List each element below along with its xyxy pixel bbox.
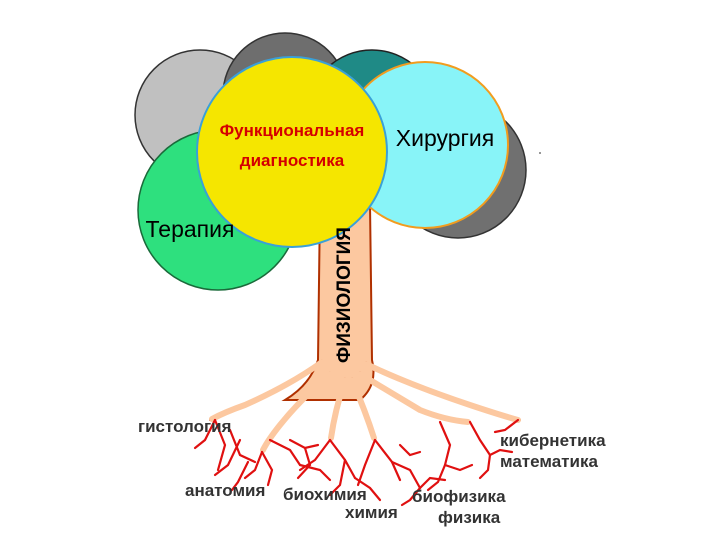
therapy-label: Терапия bbox=[146, 216, 235, 242]
surgery-label: Хирургия bbox=[396, 125, 494, 151]
histology-label: гистология bbox=[138, 417, 231, 436]
biophysics-label: биофизика bbox=[412, 487, 506, 506]
trunk-branches-fill bbox=[209, 359, 521, 453]
biochemistry-label: биохимия bbox=[283, 485, 367, 504]
cybernetics-label: кибернетика bbox=[500, 431, 606, 450]
speck-dot bbox=[539, 152, 541, 154]
chemistry-label: химия bbox=[345, 503, 398, 522]
anatomy-label: анатомия bbox=[185, 481, 265, 500]
functional-diagnostics-circle bbox=[196, 56, 388, 248]
mathematics-label: математика bbox=[500, 452, 598, 471]
functional-diagnostics-label-line1: Функциональная bbox=[220, 121, 365, 140]
functional-diagnostics-label-line2: диагностика bbox=[240, 151, 345, 170]
red-roots bbox=[193, 418, 520, 507]
physics-label: физика bbox=[438, 508, 501, 527]
physiology-label: ФИЗИОЛОГИЯ bbox=[334, 227, 355, 363]
